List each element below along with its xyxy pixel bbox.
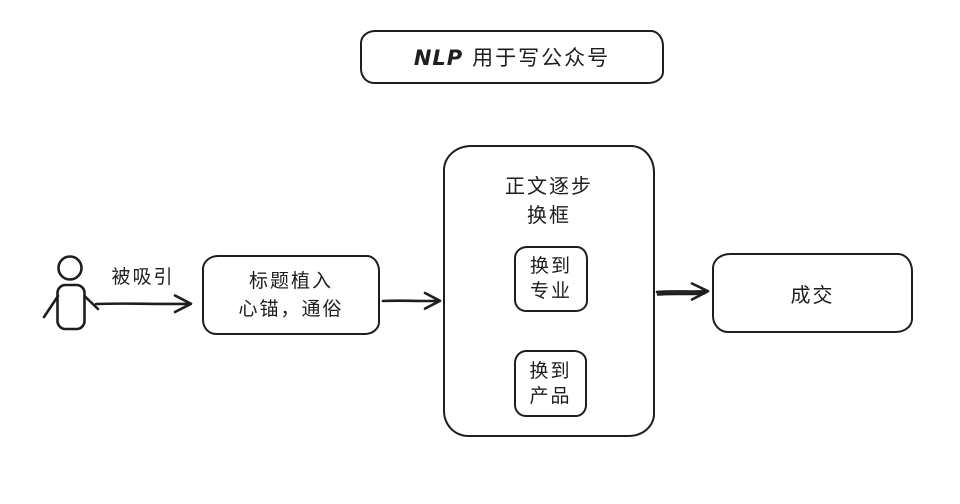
arrow-to-body-reframe	[381, 291, 442, 310]
node-deal: 成交	[712, 253, 913, 333]
deal-label: 成交	[790, 282, 835, 307]
switch-professional-line1: 换到	[529, 255, 572, 277]
header-cjk: 用于写公众号	[472, 46, 611, 70]
arrow-attracted	[94, 294, 193, 314]
body-reframe-title: 正文逐步 换框	[443, 172, 655, 230]
node-switch-professional: 换到 专业	[514, 246, 588, 312]
edge-label-attracted: 被吸引	[111, 266, 175, 288]
header-latin: NLP	[413, 46, 464, 70]
switch-product-line2: 产品	[529, 384, 572, 407]
title-implant-line2: 心锚，通俗	[238, 298, 344, 320]
switch-product-line1: 换到	[529, 359, 572, 382]
person-icon	[42, 255, 100, 331]
body-reframe-line1: 正文逐步	[505, 174, 593, 198]
node-title-implant: 标题植入 心锚，通俗	[202, 255, 380, 335]
arrow-to-deal	[655, 282, 710, 301]
node-switch-product: 换到 产品	[514, 350, 587, 417]
header-title-text: NLP 用于写公众号	[414, 42, 610, 72]
switch-professional-line2: 专业	[529, 280, 572, 302]
body-reframe-line2: 换框	[527, 203, 571, 227]
node-header-title: NLP 用于写公众号	[360, 30, 664, 84]
title-implant-line1: 标题植入	[248, 270, 333, 292]
